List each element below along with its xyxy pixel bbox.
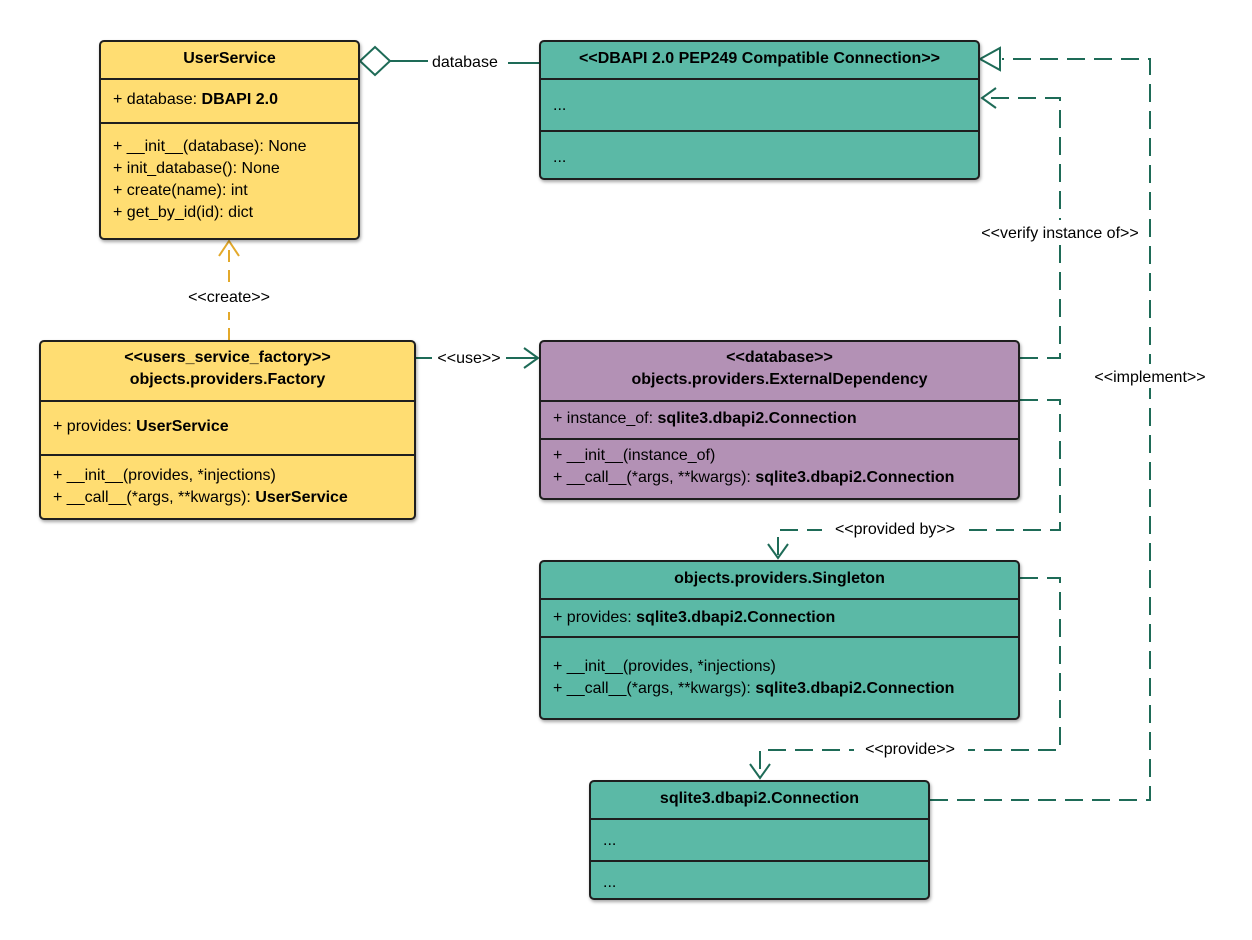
external-dependency-stereotype: <<database>>	[726, 349, 833, 366]
verify-instance-arrowhead	[980, 87, 997, 109]
sqlite-connection-section: ...	[591, 818, 928, 860]
user-service-class[interactable]: UserService + database: DBAPI 2.0 + __in…	[99, 40, 360, 240]
use-edge-label: <<use>>	[437, 350, 500, 367]
external-dependency-title: objects.providers.ExternalDependency	[631, 371, 928, 388]
provide-arrowhead	[749, 763, 771, 780]
external-dependency-method-return-type: sqlite3.dbapi2.Connection	[755, 469, 955, 486]
create-edge-label: <<create>>	[188, 289, 270, 306]
singleton-method: + __init__(provides, *injections)	[553, 658, 776, 675]
provided-by-connector	[777, 399, 1061, 558]
sqlite-connection-section: ...	[591, 860, 928, 898]
dbapi-connection-title: <<DBAPI 2.0 PEP249 Compatible Connection…	[579, 50, 940, 67]
user-service-method: + get_by_id(id): dict	[113, 204, 254, 221]
create-arrowhead	[218, 239, 240, 257]
sqlite-connection-class[interactable]: sqlite3.dbapi2.Connection ... ...	[589, 780, 930, 900]
implement-connector	[930, 58, 1151, 801]
factory-method: + __call__(*args, **kwargs): UserService	[53, 487, 414, 509]
factory-attributes: + provides: UserService	[41, 400, 414, 454]
user-service-title: UserService	[183, 50, 276, 67]
sqlite-connection-title: sqlite3.dbapi2.Connection	[659, 790, 860, 807]
provide-label-bg	[854, 736, 968, 760]
external-dependency-attr-prefix: + instance_of:	[553, 410, 658, 427]
factory-method: + __init__(provides, *injections)	[53, 467, 276, 484]
verify-label-bg	[968, 220, 1152, 244]
user-service-attr-type: DBAPI 2.0	[201, 91, 278, 108]
aggregation-diamond	[358, 45, 392, 77]
verify-instance-edge-label: <<verify instance of>>	[981, 225, 1138, 242]
singleton-method-prefix: + __call__(*args, **kwargs):	[553, 680, 756, 697]
user-service-methods: + __init__(database): None + init_databa…	[101, 122, 358, 238]
provide-connector	[759, 577, 1061, 778]
factory-methods: + __init__(provides, *injections) + __ca…	[41, 454, 414, 518]
external-dependency-attr-type: sqlite3.dbapi2.Connection	[657, 410, 857, 427]
external-dependency-method: + __call__(*args, **kwargs): sqlite3.dba…	[553, 467, 1018, 489]
external-dependency-method: + __init__(instance_of)	[553, 447, 716, 464]
provide-edge-label: <<provide>>	[865, 741, 955, 758]
singleton-methods: + __init__(provides, *injections) + __ca…	[541, 636, 1018, 718]
provided-by-label-bg	[822, 516, 968, 540]
factory-class[interactable]: <<users_service_factory>> objects.provid…	[39, 340, 416, 520]
factory-stereotype: <<users_service_factory>>	[124, 349, 331, 366]
singleton-method-return-type: sqlite3.dbapi2.Connection	[755, 680, 955, 697]
sqlite-connection-ellipsis: ...	[603, 832, 617, 849]
singleton-title: objects.providers.Singleton	[674, 570, 885, 587]
implement-label-bg	[1084, 364, 1216, 388]
user-service-method: + init_database(): None	[113, 160, 280, 177]
user-service-method: + create(name): int	[113, 182, 248, 199]
user-service-attr-prefix: + database:	[113, 91, 202, 108]
implement-edge-label: <<implement>>	[1094, 369, 1205, 386]
dbapi-connection-ellipsis: ...	[553, 97, 567, 114]
provided-by-edge-label: <<provided by>>	[835, 521, 955, 538]
dbapi-connection-class[interactable]: <<DBAPI 2.0 PEP249 Compatible Connection…	[539, 40, 980, 180]
factory-attr-type: UserService	[136, 418, 229, 435]
implement-triangle	[977, 46, 1001, 72]
external-dependency-class[interactable]: <<database>> objects.providers.ExternalD…	[539, 340, 1020, 500]
dbapi-connection-ellipsis: ...	[553, 149, 567, 166]
user-service-attributes: + database: DBAPI 2.0	[101, 78, 358, 122]
factory-method-prefix: + __call__(*args, **kwargs):	[53, 489, 256, 506]
factory-attr-prefix: + provides:	[53, 418, 137, 435]
singleton-method: + __call__(*args, **kwargs): sqlite3.dba…	[553, 678, 1018, 700]
provided-by-arrowhead	[767, 543, 789, 560]
singleton-attr-type: sqlite3.dbapi2.Connection	[636, 609, 836, 626]
user-service-method: + __init__(database): None	[113, 138, 307, 155]
sqlite-connection-ellipsis: ...	[603, 874, 617, 891]
aggregation-connector	[358, 45, 540, 77]
singleton-attr-prefix: + provides:	[553, 609, 637, 626]
dbapi-connection-section: ...	[541, 78, 978, 130]
create-connector	[218, 239, 240, 340]
singleton-class[interactable]: objects.providers.Singleton + provides: …	[539, 560, 1020, 720]
factory-method-return-type: UserService	[255, 489, 348, 506]
external-dependency-method-prefix: + __call__(*args, **kwargs):	[553, 469, 756, 486]
factory-title: objects.providers.Factory	[129, 371, 326, 388]
use-arrowhead	[523, 347, 540, 369]
external-dependency-methods: + __init__(instance_of) + __call__(*args…	[541, 438, 1018, 498]
external-dependency-attributes: + instance_of: sqlite3.dbapi2.Connection	[541, 400, 1018, 438]
singleton-attributes: + provides: sqlite3.dbapi2.Connection	[541, 598, 1018, 636]
dbapi-connection-section: ...	[541, 130, 978, 178]
database-edge-label: database	[432, 54, 498, 71]
use-connector	[416, 347, 540, 369]
